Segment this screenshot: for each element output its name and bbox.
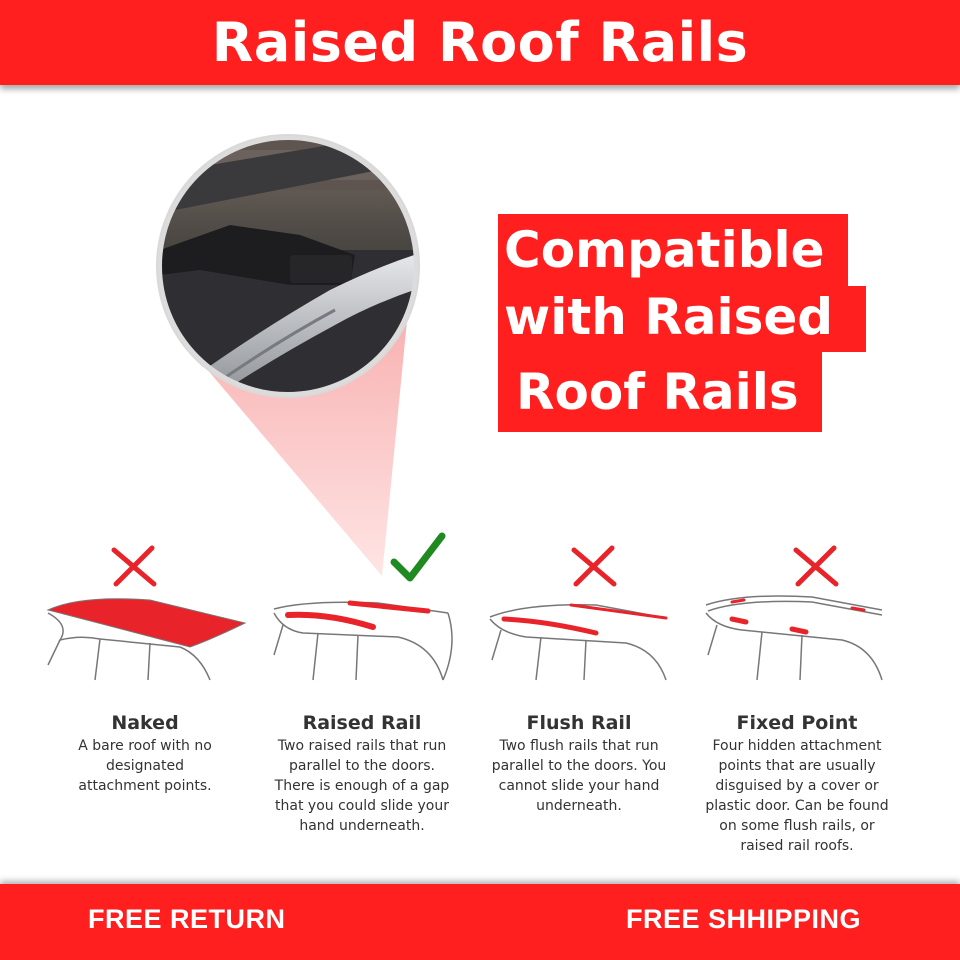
roof-type-raised-rail: Raised Rail Two raised rails that run pa… [247, 712, 477, 836]
cross-icon [111, 545, 157, 587]
headline-line-3: Roof Rails [498, 352, 822, 432]
roof-type-description: A bare roof with no designated attachmen… [78, 738, 212, 794]
free-return-label: FREE RETURN [88, 904, 286, 934]
page-title: Raised Roof Rails [211, 11, 749, 74]
roof-type-name: Fixed Point [736, 712, 858, 734]
roof-type-fixed-point: Fixed Point Four hidden attachment point… [682, 712, 912, 856]
roof-rail-photo-magnifier [156, 134, 420, 576]
cross-icon [571, 545, 617, 587]
headline-line-2: with Raised [498, 286, 866, 352]
roof-type-flush-rail: Flush Rail Two flush rails that run para… [464, 712, 694, 816]
checkmark-icon [390, 532, 446, 582]
roof-type-naked: Naked A bare roof with no designated att… [30, 712, 260, 796]
roof-type-name: Flush Rail [526, 712, 632, 734]
roof-type-description: Two raised rails that run parallel to th… [274, 738, 450, 834]
cross-icon [793, 545, 839, 587]
free-shipping-label: FREE SHHIPPING [626, 904, 862, 934]
roof-type-description: Four hidden attachment points that are u… [705, 738, 889, 854]
roof-type-name: Raised Rail [302, 712, 422, 734]
roof-type-description: Two flush rails that run parallel to the… [491, 738, 667, 814]
naked-roof-illustration [46, 598, 247, 681]
roof-type-name: Naked [111, 712, 179, 734]
fixed-point-roof-illustration [705, 595, 883, 681]
flush-rail-roof-illustration [489, 603, 668, 681]
raised-rail-roof-illustration [273, 600, 453, 681]
headline-line-1: Compatible [498, 214, 848, 286]
bottom-banner: FREE RETURN FREE SHHIPPING [0, 884, 960, 960]
top-banner: Raised Roof Rails [0, 0, 960, 85]
